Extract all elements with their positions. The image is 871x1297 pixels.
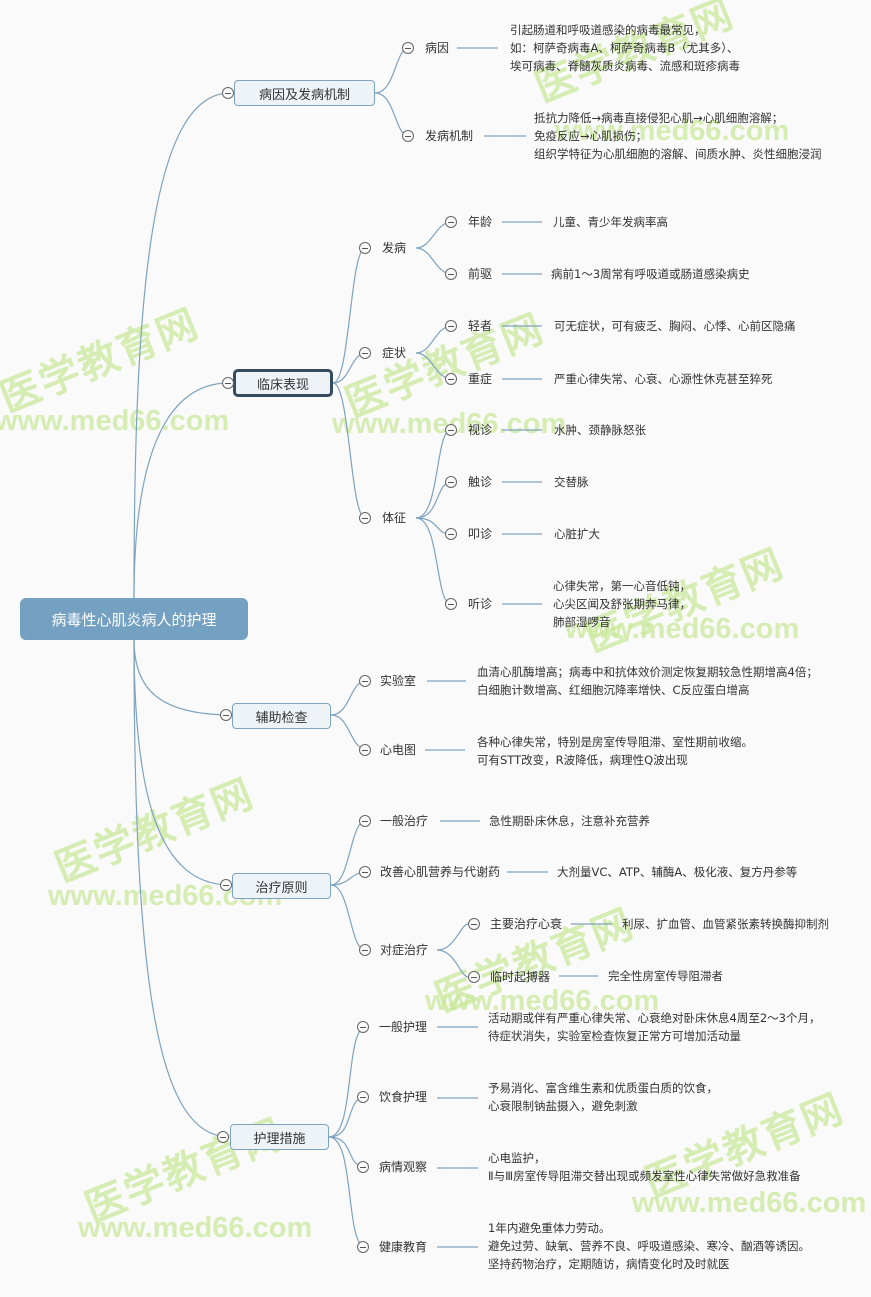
topic-diet-nursing[interactable]: 饮食护理 [379, 1090, 428, 1104]
detail-auscultation: 心律失常，第一心音低钝， 心尖区闻及舒张期奔马律， 肺部湿啰音 [553, 579, 691, 629]
collapse-icon[interactable] [359, 944, 371, 956]
collapse-icon[interactable] [357, 1241, 369, 1253]
collapse-icon[interactable] [445, 216, 457, 228]
collapse-icon[interactable] [402, 130, 414, 142]
collapse-icon[interactable] [357, 1161, 369, 1173]
collapse-icon[interactable] [359, 866, 371, 878]
branch-auxiliary-exams[interactable]: 辅助检查 [232, 703, 331, 729]
detail-heart-failure-treatment: 利尿、扩血管、血管紧张素转换酶抑制剂 [622, 917, 829, 931]
collapse-icon[interactable] [359, 242, 371, 254]
branch-treatment-principles[interactable]: 治疗原则 [232, 873, 331, 899]
collapse-icon[interactable] [468, 918, 480, 930]
topic-heart-failure-treatment[interactable]: 主要治疗心衰 [490, 917, 563, 931]
collapse-icon[interactable] [357, 1091, 369, 1103]
branch-label: 临床表现 [256, 377, 309, 393]
topic-mild[interactable]: 轻者 [468, 319, 493, 333]
topic-inspection[interactable]: 视诊 [468, 423, 493, 437]
detail-condition-observation: 心电监护， Ⅱ与Ⅲ房室传导阻滞交替出现或频发室性心律失常做好急救准备 [488, 1151, 801, 1183]
detail-inspection: 水肿、颈静脉怒张 [554, 423, 646, 437]
branch-label: 护理措施 [253, 1131, 306, 1147]
collapse-icon[interactable] [445, 528, 457, 540]
detail-cause: 引起肠道和呼吸道感染的病毒最常见， 如：柯萨奇病毒A、柯萨奇病毒B（尤其多）、 … [510, 23, 740, 73]
collapse-icon[interactable] [359, 347, 371, 359]
collapse-icon[interactable] [468, 971, 480, 983]
topic-signs[interactable]: 体征 [382, 511, 407, 525]
topic-percussion[interactable]: 叩诊 [468, 527, 493, 541]
detail-general-treatment: 急性期卧床休息，注意补充营养 [489, 814, 650, 828]
branch-nursing-measures[interactable]: 护理措施 [230, 1124, 329, 1150]
detail-laboratory: 血清心肌酶增高；病毒中和抗体效价测定恢复期较急性期增高4倍； 白细胞计数增高、红… [477, 665, 818, 697]
topic-condition-observation[interactable]: 病情观察 [379, 1160, 428, 1174]
branch-clinical-manifestations[interactable]: 临床表现 [233, 369, 333, 397]
topic-general-treatment[interactable]: 一般治疗 [380, 814, 429, 828]
collapse-icon[interactable] [445, 476, 457, 488]
topic-symptoms[interactable]: 症状 [382, 346, 407, 360]
branch-cause-mechanism[interactable]: 病因及发病机制 [234, 80, 375, 106]
branch-label: 辅助检查 [255, 710, 308, 726]
topic-symptomatic-treatment[interactable]: 对症治疗 [380, 943, 429, 957]
collapse-icon[interactable] [220, 879, 232, 891]
topic-mechanism[interactable]: 发病机制 [425, 129, 474, 143]
collapse-icon[interactable] [445, 373, 457, 385]
collapse-icon[interactable] [402, 42, 414, 54]
collapse-icon[interactable] [359, 675, 371, 687]
central-topic-label: 病毒性心肌炎病人的护理 [51, 610, 217, 629]
collapse-icon[interactable] [222, 377, 234, 389]
collapse-icon[interactable] [359, 815, 371, 827]
topic-health-education[interactable]: 健康教育 [379, 1240, 428, 1254]
detail-ecg: 各种心律失常，特别是房室传导阻滞、室性期前收缩。 可有STT改变，R波降低，病理… [477, 735, 753, 767]
detail-mechanism: 抵抗力降低→病毒直接侵犯心肌→心肌细胞溶解； 免疫反应→心肌损伤； 组织学特征为… [534, 111, 822, 161]
detail-diet-nursing: 予易消化、富含维生素和优质蛋白质的饮食， 心衰限制钠盐摄入，避免刺激 [488, 1081, 718, 1113]
collapse-icon[interactable] [357, 1021, 369, 1033]
topic-myocardial-nutrition[interactable]: 改善心肌营养与代谢药 [380, 865, 501, 879]
collapse-icon[interactable] [445, 424, 457, 436]
topic-onset[interactable]: 发病 [382, 241, 407, 255]
topic-auscultation[interactable]: 听诊 [468, 597, 493, 611]
topic-cause[interactable]: 病因 [425, 41, 450, 55]
collapse-icon[interactable] [359, 512, 371, 524]
collapse-icon[interactable] [359, 744, 371, 756]
detail-myocardial-nutrition: 大剂量VC、ATP、辅酶A、极化液、复方丹参等 [557, 865, 798, 879]
topic-palpation[interactable]: 触诊 [468, 475, 493, 489]
topic-prodrome[interactable]: 前驱 [468, 267, 493, 281]
topic-ecg[interactable]: 心电图 [380, 743, 417, 757]
collapse-icon[interactable] [222, 87, 234, 99]
collapse-icon[interactable] [220, 709, 232, 721]
detail-severe: 严重心律失常、心衰、心源性休克甚至猝死 [554, 372, 773, 386]
collapse-icon[interactable] [217, 1131, 229, 1143]
branch-label: 病因及发病机制 [258, 87, 350, 103]
detail-prodrome: 病前1～3周常有呼吸道或肠道感染病史 [551, 267, 750, 281]
collapse-icon[interactable] [445, 320, 457, 332]
topic-temporary-pacemaker[interactable]: 临时起搏器 [490, 970, 551, 984]
branch-label: 治疗原则 [255, 880, 308, 896]
topic-age[interactable]: 年龄 [468, 215, 493, 229]
topic-laboratory[interactable]: 实验室 [380, 674, 417, 688]
central-topic[interactable]: 病毒性心肌炎病人的护理 [20, 598, 248, 640]
detail-general-nursing: 活动期或伴有严重心律失常、心衰绝对卧床休息4周至2～3个月， 待症状消失，实验室… [488, 1011, 821, 1043]
detail-temporary-pacemaker: 完全性房室传导阻滞者 [608, 969, 723, 983]
collapse-icon[interactable] [445, 598, 457, 610]
detail-health-education: 1年内避免重体力劳动。 避免过劳、缺氧、营养不良、呼吸道感染、寒冷、酗酒等诱因。… [488, 1221, 810, 1271]
detail-palpation: 交替脉 [554, 475, 589, 489]
detail-mild: 可无症状，可有疲乏、胸闷、心悸、心前区隐痛 [554, 319, 796, 333]
topic-severe[interactable]: 重症 [468, 372, 493, 386]
topic-general-nursing[interactable]: 一般护理 [379, 1020, 428, 1034]
detail-percussion: 心脏扩大 [554, 527, 600, 541]
detail-age: 儿童、青少年发病率高 [553, 215, 668, 229]
collapse-icon[interactable] [445, 268, 457, 280]
